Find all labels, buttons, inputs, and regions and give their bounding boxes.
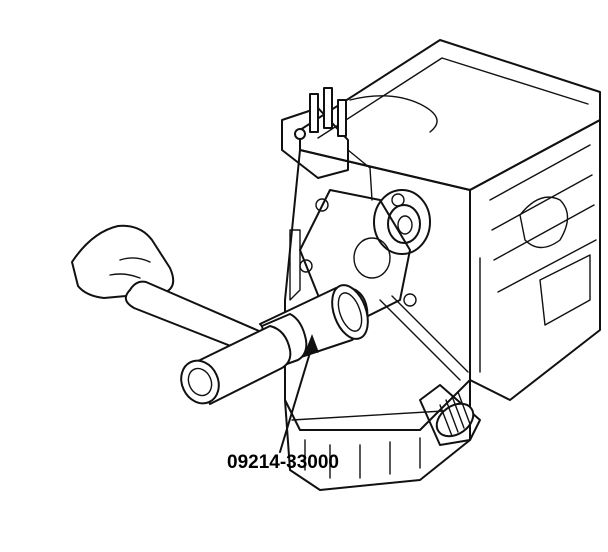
pump-housing [299, 189, 417, 321]
injector-bracket [281, 87, 373, 201]
crank-boss [373, 189, 431, 255]
callout-leader [279, 334, 319, 453]
seal-driver-tool [180, 284, 369, 405]
hand-illustration [71, 224, 175, 299]
tool-part-number: 09214-33000 [227, 452, 339, 473]
crank-gear [419, 384, 481, 446]
engine-block [281, 39, 601, 491]
